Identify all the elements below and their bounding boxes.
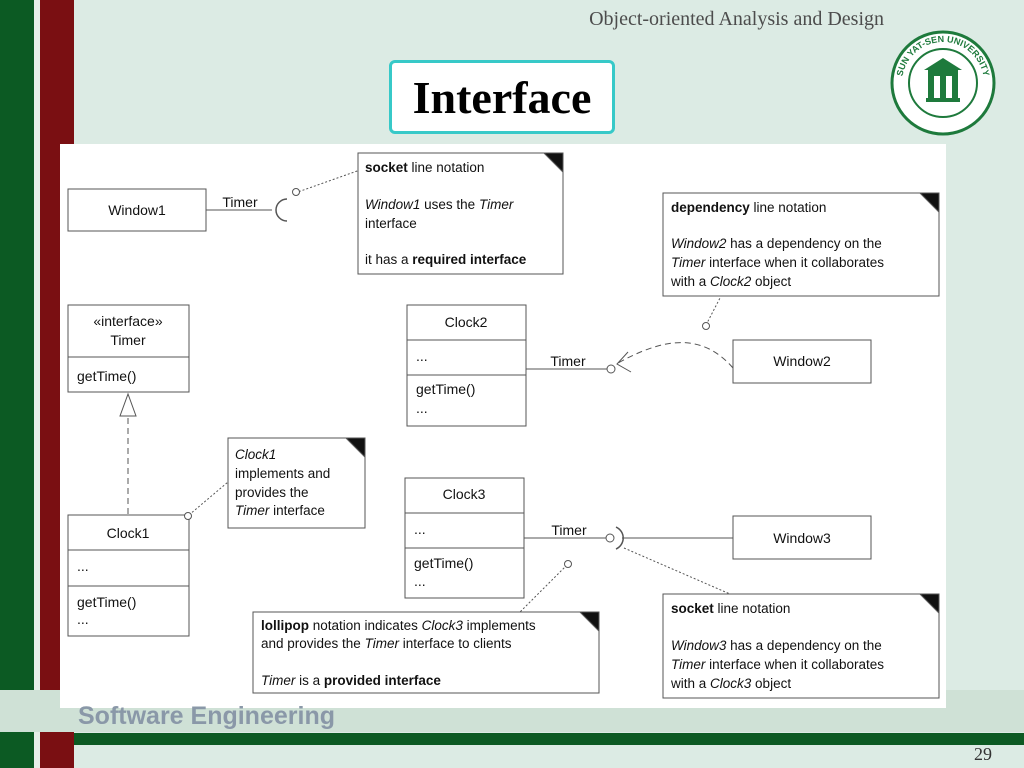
note-line: Timer interface when it collaborates (671, 657, 884, 672)
window2-label: Window2 (773, 353, 831, 369)
lollipop-icon (606, 364, 616, 374)
clock3-operation: getTime() (414, 555, 473, 571)
clock2-name: Clock2 (445, 314, 488, 330)
note-line: lollipop notation indicates Clock3 imple… (261, 618, 536, 633)
note-line: Window2 has a dependency on the (671, 236, 882, 251)
note-line: and provides the Timer interface to clie… (261, 636, 512, 651)
note-anchor-line (294, 169, 361, 194)
uml-diagram: Window1 Timer «interface» Timer getTime(… (60, 144, 946, 708)
note-line: Window1 uses the Timer (365, 197, 514, 212)
window1-label: Window1 (108, 202, 166, 218)
note-line: Timer is a provided interface (261, 673, 441, 688)
clock2-attrs: ... (416, 348, 428, 364)
clock3-attrs: ... (414, 521, 426, 537)
note-dependency (662, 192, 940, 297)
timer-interface-box (67, 304, 190, 393)
note-line: socket line notation (365, 160, 484, 175)
clock3-more-ops: ... (414, 573, 426, 589)
note-anchor-circle (292, 188, 300, 196)
footer-green-line (74, 733, 1024, 745)
clock1-box (67, 514, 190, 637)
course-title: Object-oriented Analysis and Design (589, 8, 884, 30)
left-divider-strip (34, 0, 40, 768)
clock3-name: Clock3 (443, 486, 486, 502)
clock1-attrs: ... (77, 558, 89, 574)
uml-diagram-svg: Window1 Timer «interface» Timer getTime(… (67, 152, 940, 699)
window2-box (732, 339, 872, 384)
window1-box (67, 188, 207, 232)
clock3-box (404, 477, 525, 599)
socket-icon (275, 198, 288, 222)
note-line: Timer interface when it collaborates (671, 255, 884, 270)
note-clock1 (227, 437, 366, 529)
timer-label: Timer (551, 522, 587, 538)
note-line: with a Clock3 object (670, 676, 791, 691)
interface-stereotype: «interface» (93, 313, 162, 329)
note-line: Window3 has a dependency on the (671, 638, 882, 653)
dependency-line (617, 342, 734, 369)
dependency-arrowhead (616, 351, 632, 373)
note-line: it has a required interface (365, 252, 527, 267)
footer-text: Software Engineering (78, 702, 335, 730)
timer-label: Timer (222, 194, 258, 210)
timer-label: Timer (550, 353, 586, 369)
realization-arrowhead (119, 392, 137, 417)
clock2-more-ops: ... (416, 400, 428, 416)
university-logo: SUN YAT-SEN UNIVERSITY (890, 30, 996, 136)
note-line: interface (365, 216, 417, 231)
window3-box (732, 515, 872, 560)
note-line: socket line notation (671, 601, 790, 616)
note-line: implements and (235, 466, 330, 481)
note-line: dependency line notation (671, 200, 826, 215)
note-socket-required (357, 152, 564, 275)
interface-operation: getTime() (77, 368, 136, 384)
note-line: Timer interface (235, 503, 325, 518)
slide-title: Interface (389, 60, 615, 134)
interface-name: Timer (110, 332, 146, 348)
clock1-more-ops: ... (77, 611, 89, 627)
left-green-bar (0, 0, 34, 768)
clock1-name: Clock1 (107, 525, 150, 541)
page-number: 29 (974, 744, 992, 764)
window3-label: Window3 (773, 530, 831, 546)
note-socket-window3 (662, 593, 940, 699)
lollipop-icon (605, 533, 615, 543)
note-lollipop (252, 611, 600, 694)
note-line: with a Clock2 object (670, 274, 791, 289)
clock1-operation: getTime() (77, 594, 136, 610)
clock2-box (406, 304, 527, 427)
note-line: Clock1 (235, 447, 276, 462)
clock2-operation: getTime() (416, 381, 475, 397)
note-line: provides the (235, 485, 309, 500)
